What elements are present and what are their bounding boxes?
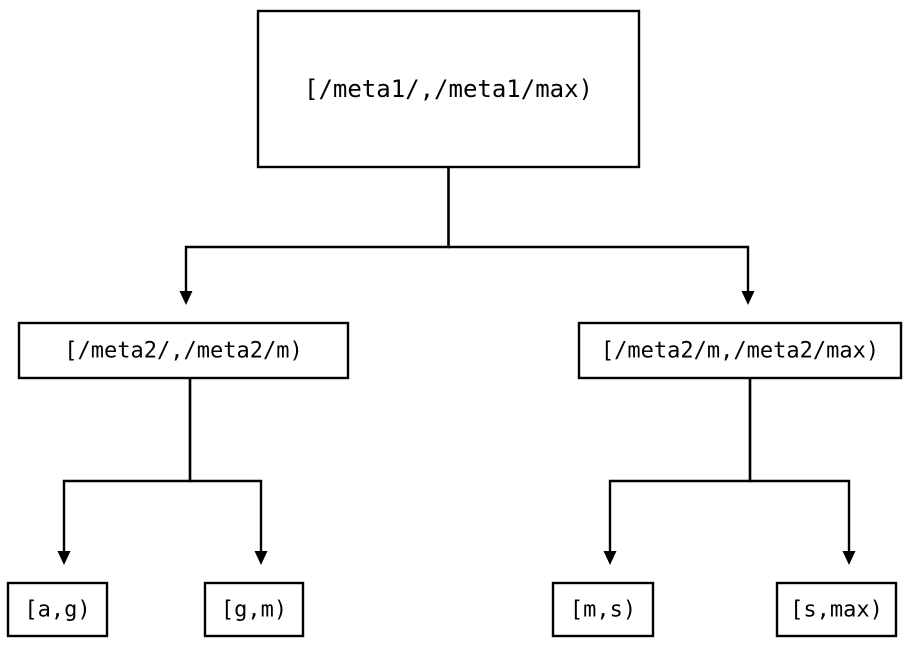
tree-node-root[interactable]: [/meta1/,/meta1/max) (256, 9, 641, 169)
tree-node-leaf-ag[interactable]: [a,g) (6, 581, 109, 638)
node-box[interactable] (17, 321, 350, 380)
tree-edge (748, 378, 856, 565)
nodes-layer: [/meta1/,/meta1/max) [/meta2/,/meta2/m) [/… (6, 9, 903, 638)
edge-connector-line (447, 167, 750, 291)
edge-connector-line (188, 378, 263, 551)
edges-layer (57, 167, 856, 565)
tree-edge (179, 167, 450, 305)
arrowhead-icon (57, 551, 71, 565)
node-box[interactable] (775, 581, 898, 638)
node-label: [g,m) (221, 598, 287, 623)
node-box[interactable] (6, 581, 109, 638)
node-label: [/meta1/,/meta1/max) (304, 75, 593, 103)
tree-edge (447, 167, 755, 305)
tree-node-meta2-right[interactable]: [/meta2/m,/meta2/max) (577, 321, 903, 380)
arrowhead-icon (842, 551, 856, 565)
arrowhead-icon (741, 291, 755, 305)
tree-node-leaf-smax[interactable]: [s,max) (775, 581, 898, 638)
arrowhead-icon (603, 551, 617, 565)
arrowhead-icon (179, 291, 193, 305)
tree-node-leaf-ms[interactable]: [m,s) (551, 581, 655, 638)
tree-node-leaf-gm[interactable]: [g,m) (203, 581, 305, 638)
tree-edge (188, 378, 268, 565)
node-box[interactable] (551, 581, 655, 638)
node-label: [s,max) (790, 598, 883, 623)
node-box[interactable] (256, 9, 641, 169)
node-label: [m,s) (570, 598, 636, 623)
node-label: [a,g) (24, 598, 90, 623)
edge-connector-line (62, 378, 192, 551)
tree-edge (57, 378, 192, 565)
node-label: [/meta2/m,/meta2/max) (601, 339, 879, 364)
edge-connector-line (608, 378, 752, 551)
edge-connector-line (748, 378, 851, 551)
node-label: [/meta2/,/meta2/m) (64, 339, 302, 364)
arrowhead-icon (254, 551, 268, 565)
tree-node-meta2-left[interactable]: [/meta2/,/meta2/m) (17, 321, 350, 380)
tree-edge (603, 378, 752, 565)
node-box[interactable] (203, 581, 305, 638)
edge-connector-line (184, 167, 450, 291)
node-box[interactable] (577, 321, 903, 380)
